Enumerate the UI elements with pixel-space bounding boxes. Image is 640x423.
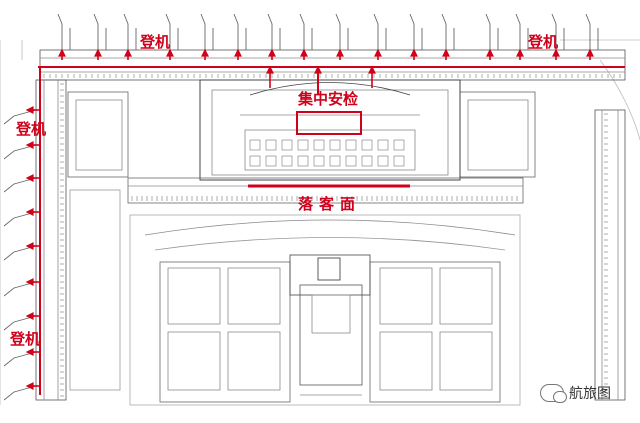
gate-bridge [3, 211, 37, 227]
gate-bridge [57, 13, 63, 50]
interior-cell [329, 155, 341, 167]
gate-bridge [3, 144, 37, 160]
interior-cell [281, 139, 293, 151]
gate-bridge [373, 13, 379, 50]
interior-cell [329, 139, 341, 151]
boarding-arrow-head [25, 312, 34, 320]
gate-bridge [3, 109, 37, 125]
interior-cell [377, 139, 389, 151]
boarding-arrow-head [25, 208, 34, 216]
boarding-arrow-head [25, 382, 34, 390]
gate-bridge [165, 13, 171, 50]
watermark: 航旅图 [540, 383, 611, 403]
gate-bridge [93, 13, 99, 50]
interior-cell [249, 139, 261, 151]
interior-cell [361, 139, 373, 151]
boarding-arrow-head [25, 278, 34, 286]
centralized-security-label: 集中安检 [298, 90, 359, 108]
boarding-arrow-head [442, 48, 450, 57]
boarding-arrow-head [58, 48, 66, 57]
gate-bridge [409, 13, 415, 50]
gate-bridge [299, 13, 305, 50]
gate-bridge [3, 351, 37, 367]
interior-cell [281, 155, 293, 167]
security-arrow-head [314, 65, 322, 74]
gate-bridge [551, 13, 557, 50]
gate-bridge [3, 177, 37, 193]
boarding-arrow-head [374, 48, 382, 57]
interior-cell [377, 155, 389, 167]
gate-bridge [585, 13, 591, 50]
boarding-arrow-head [300, 48, 308, 57]
building-outline [0, 39, 640, 406]
boarding-label-top-left: 登机 [140, 33, 171, 51]
gate-bridge [3, 245, 37, 261]
gate-bridge [441, 13, 447, 50]
watermark-text: 航旅图 [569, 386, 611, 402]
interior-cell [345, 139, 357, 151]
boarding-arrow-head [25, 141, 34, 149]
boarding-arrow-head [25, 348, 34, 356]
boarding-arrow-head [94, 48, 102, 57]
gate-bridge [335, 13, 341, 50]
interior-cell [345, 155, 357, 167]
arrivals-level-label: 落客面 [298, 195, 362, 213]
interior-cell [297, 155, 309, 167]
plan-detail-ticks [43, 74, 621, 397]
boarding-arrow-head [336, 48, 344, 57]
boarding-arrow-head [166, 48, 174, 57]
gate-bridge [515, 13, 521, 50]
boarding-arrow-head [268, 48, 276, 57]
boarding-arrow-head [552, 48, 560, 57]
boarding-label-left-lower: 登机 [10, 330, 41, 348]
boarding-arrow-head [201, 48, 209, 57]
interior-cell [361, 155, 373, 167]
gate-bridge [233, 13, 239, 50]
interior-cell [249, 155, 261, 167]
security-arrow-head [368, 65, 376, 74]
boarding-arrows [25, 48, 594, 390]
gate-bridge [3, 385, 37, 401]
boarding-label-left-upper: 登机 [16, 120, 47, 138]
security-arrow-head [266, 65, 274, 74]
interior-cell [265, 139, 277, 151]
gate-bridge [485, 13, 491, 50]
boarding-arrow-head [25, 242, 34, 250]
boarding-arrow-head [25, 106, 34, 114]
passenger-flow-route [38, 66, 625, 395]
boarding-arrow-head [486, 48, 494, 57]
boarding-arrow-head [25, 174, 34, 182]
boarding-arrow-head [234, 48, 242, 57]
boarding-arrow-head [586, 48, 594, 57]
gate-bridges [3, 13, 599, 401]
gate-bridge [3, 281, 37, 297]
interior-cell [297, 139, 309, 151]
interior-cell [393, 139, 405, 151]
gate-bridge [123, 13, 129, 50]
boarding-arrow-head [124, 48, 132, 57]
gate-bridge [267, 13, 273, 50]
boarding-arrow-head [516, 48, 524, 57]
gate-bridge [3, 315, 37, 331]
boarding-label-top-right: 登机 [528, 33, 559, 51]
interior-cell [313, 139, 325, 151]
interior-cell [313, 155, 325, 167]
gate-bridge [200, 13, 206, 50]
boarding-arrow-head [410, 48, 418, 57]
wechat-icon [540, 384, 567, 403]
interior-cell [265, 155, 277, 167]
interior-cell [393, 155, 405, 167]
